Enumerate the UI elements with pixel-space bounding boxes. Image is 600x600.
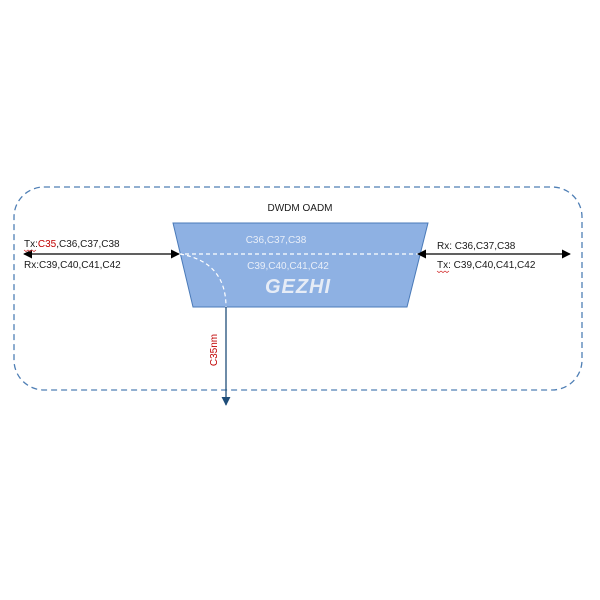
right-tx-spellcheck-underline xyxy=(436,270,450,273)
left-tx-prefix: Tx: xyxy=(24,239,38,250)
left-rx-label: Rx:C39,C40,C41,C42 xyxy=(24,260,121,271)
diagram-title: DWDM OADM xyxy=(268,203,333,214)
left-tx-rest: ,C36,C37,C38 xyxy=(56,239,120,250)
device-upper-channels: C36,C37,C38 xyxy=(246,235,307,246)
system-boundary-box xyxy=(13,186,583,391)
right-tx-label: Tx: C39,C40,C41,C42 xyxy=(437,260,536,271)
drop-path-curve xyxy=(179,253,227,308)
left-tx-label: Tx:C35,C36,C37,C38 xyxy=(24,239,120,250)
left-tx-highlight: C35 xyxy=(38,239,57,250)
drop-label: C35nm xyxy=(209,334,220,366)
oadm-device xyxy=(172,222,429,308)
right-rx-label: Rx: C36,C37,C38 xyxy=(437,241,516,252)
left-tx-spellcheck-underline xyxy=(23,249,37,252)
gezhi-logo: GEZHI xyxy=(265,276,331,298)
device-lower-channels: C39,C40,C41,C42 xyxy=(247,261,329,272)
